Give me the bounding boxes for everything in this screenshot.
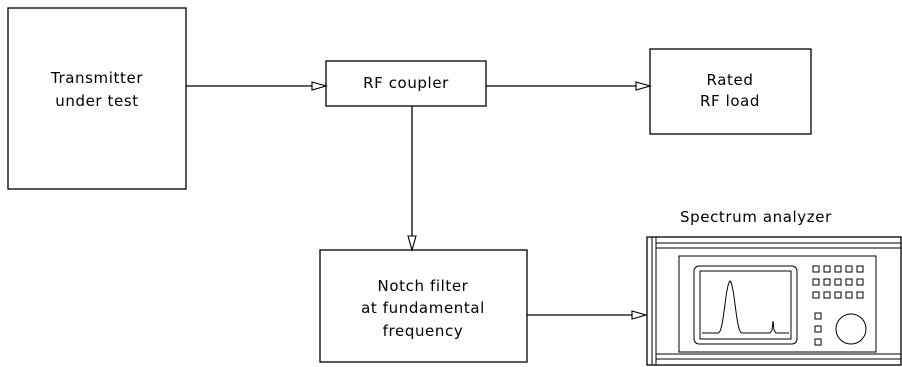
analyzer-key bbox=[856, 278, 864, 286]
rf-load-label-line-1: Rated bbox=[707, 71, 754, 89]
notch-filter-block: Notch filter at fundamental frequency bbox=[319, 249, 528, 363]
analyzer-key bbox=[814, 338, 822, 346]
analyzer-key bbox=[834, 278, 842, 286]
spectrum-analyzer-block: Spectrum analyzer bbox=[646, 208, 902, 366]
spectrum-analyzer-icon bbox=[646, 236, 902, 366]
analyzer-key bbox=[845, 291, 853, 299]
rf-load-block: Rated RF load bbox=[649, 48, 812, 135]
spectrum-trace bbox=[702, 280, 789, 334]
arrowhead-right-icon bbox=[631, 310, 649, 320]
analyzer-front-panel bbox=[678, 255, 877, 353]
transmitter-label-line-1: Transmitter bbox=[50, 69, 143, 87]
connection-coupler-to-notch bbox=[407, 106, 417, 253]
rf-coupler-box bbox=[325, 60, 487, 107]
notch-filter-label-line-1: Notch filter bbox=[378, 277, 469, 295]
rf-coupler-label: RF coupler bbox=[363, 74, 449, 92]
spectrum-analyzer-label: Spectrum analyzer bbox=[680, 208, 832, 226]
analyzer-screen bbox=[693, 265, 798, 345]
transmitter-block: Transmitter under test bbox=[7, 7, 187, 190]
rf-load-label-line-2: RF load bbox=[700, 92, 760, 110]
analyzer-key bbox=[823, 265, 831, 273]
connection-notch-to-analyzer bbox=[527, 310, 649, 320]
notch-filter-label-line-2: at fundamental bbox=[361, 299, 485, 317]
connection-transmitter-to-coupler bbox=[186, 81, 329, 91]
analyzer-key bbox=[834, 265, 842, 273]
analyzer-key bbox=[814, 312, 822, 320]
arrowhead-right-icon bbox=[635, 81, 653, 91]
analyzer-key bbox=[823, 291, 831, 299]
analyzer-key bbox=[856, 265, 864, 273]
notch-filter-box bbox=[319, 249, 528, 363]
analyzer-screen-inner bbox=[699, 270, 792, 340]
analyzer-key bbox=[845, 265, 853, 273]
connection-coupler-to-load bbox=[486, 81, 653, 91]
rf-coupler-block: RF coupler bbox=[325, 60, 487, 107]
rf-load-box bbox=[649, 48, 812, 135]
analyzer-key bbox=[823, 278, 831, 286]
analyzer-key bbox=[814, 325, 822, 333]
transmitter-label-line-2: under test bbox=[55, 92, 139, 110]
analyzer-key bbox=[834, 291, 842, 299]
arrowhead-right-icon bbox=[311, 81, 329, 91]
analyzer-key bbox=[812, 278, 820, 286]
analyzer-key bbox=[845, 278, 853, 286]
notch-filter-label-line-3: frequency bbox=[383, 322, 464, 340]
analyzer-key bbox=[812, 291, 820, 299]
arrowhead-down-icon bbox=[407, 235, 417, 253]
analyzer-key bbox=[812, 265, 820, 273]
analyzer-key bbox=[856, 291, 864, 299]
transmitter-box bbox=[7, 7, 187, 190]
analyzer-knob-icon bbox=[835, 313, 867, 345]
